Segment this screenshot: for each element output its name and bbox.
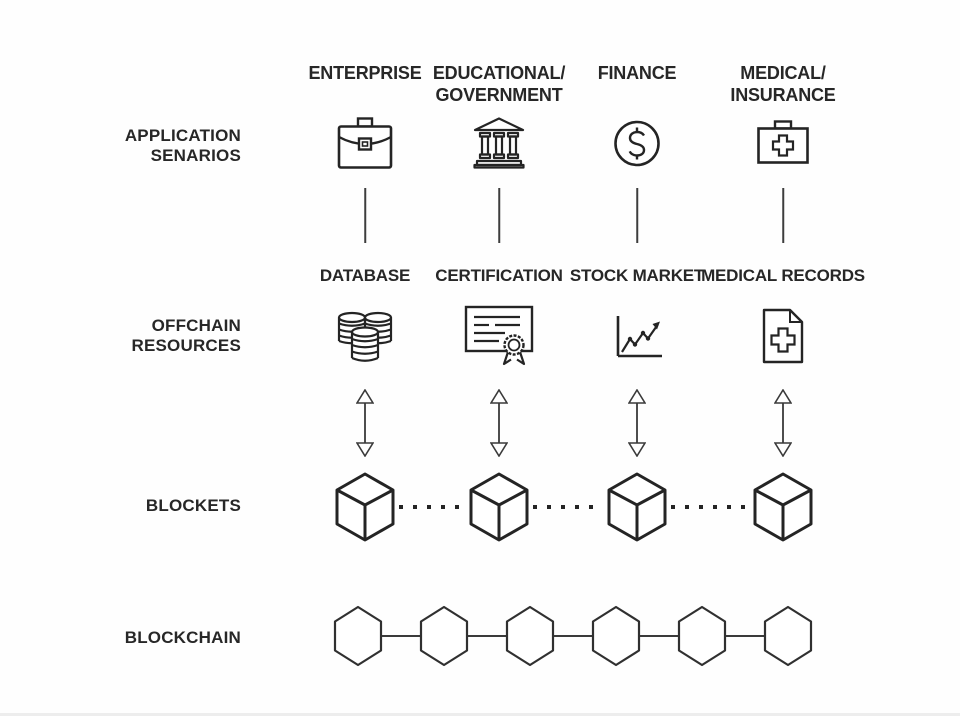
hexagon-block-icon [591,605,641,667]
row-label-line: BLOCKCHAIN [124,628,241,647]
double-arrow-box [627,388,647,458]
row-label-offchain-resources: OFFCHAIN RESOURCES [132,316,242,355]
resource-icon-box [333,308,397,366]
resource-label: CERTIFICATION [435,266,563,285]
medical-kit-icon [757,120,809,164]
row-label-line: RESOURCES [131,335,241,355]
hexagon-block-icon [333,605,383,667]
hexagon-block-icon [419,605,469,667]
hexagon-block-icon [677,605,727,667]
blockchain-row [320,604,820,668]
row-label-application-scenarios: APPLICATION SENARIOS [125,126,241,165]
double-arrow-icon [627,388,647,458]
resource-icon-box [463,304,535,366]
cube-icon [335,472,395,542]
stock-chart-icon [616,316,662,358]
column-header: EDUCATIONAL/ GOVERNMENT [433,62,565,106]
column-header: ENTERPRISE [308,62,421,84]
bank-icon [473,117,525,169]
connector-line [636,188,638,243]
cube-icon [753,472,813,542]
double-arrow-box [773,388,793,458]
column-header-line: INSURANCE [730,85,836,105]
column-header: MEDICAL/ INSURANCE [730,62,835,106]
row-label-line: BLOCKETS [145,496,241,515]
cube-icon [469,472,529,542]
row-label-line: OFFCHAIN [151,316,241,335]
column-header: FINANCE [598,62,677,84]
column-header-line: ENTERPRISE [308,63,422,83]
scenario-icon-box [757,120,809,164]
row-label-blockets: BLOCKETS [146,496,241,516]
double-arrow-box [489,388,509,458]
connector-line [498,188,500,243]
medical-record-icon [762,308,804,364]
scenario-icon-box [337,117,393,169]
resource-label: DATABASE [319,266,411,285]
column-header-line: GOVERNMENT [435,85,563,105]
row-label-line: SENARIOS [150,145,241,165]
double-arrow-box [355,388,375,458]
resource-label: STOCK MARKET [569,266,705,285]
cube-icon [607,472,667,542]
blockets-row [300,471,850,543]
double-arrow-icon [355,388,375,458]
row-label-line: APPLICATION [124,126,241,145]
column-header-line: EDUCATIONAL/ [432,63,566,83]
resource-icon-box [761,308,805,364]
briefcase-icon [337,117,393,169]
dollar-coin-icon [614,120,660,167]
connector-line [782,188,784,243]
column-header-line: FINANCE [597,63,677,83]
scenario-icon-box [614,120,661,167]
connector-line [364,188,366,243]
double-arrow-icon [773,388,793,458]
coin-stacks-icon [337,311,393,362]
resource-label: MEDICAL RECORDS [701,266,865,285]
double-arrow-icon [489,388,509,458]
bottom-edge-shadow [0,713,960,716]
hexagon-block-icon [763,605,813,667]
resource-icon-box [609,311,665,361]
scenario-icon-box [472,117,526,169]
column-header-line: MEDICAL/ [740,63,826,83]
certificate-icon [464,305,534,366]
hexagon-block-icon [505,605,555,667]
row-label-blockchain: BLOCKCHAIN [125,628,241,648]
